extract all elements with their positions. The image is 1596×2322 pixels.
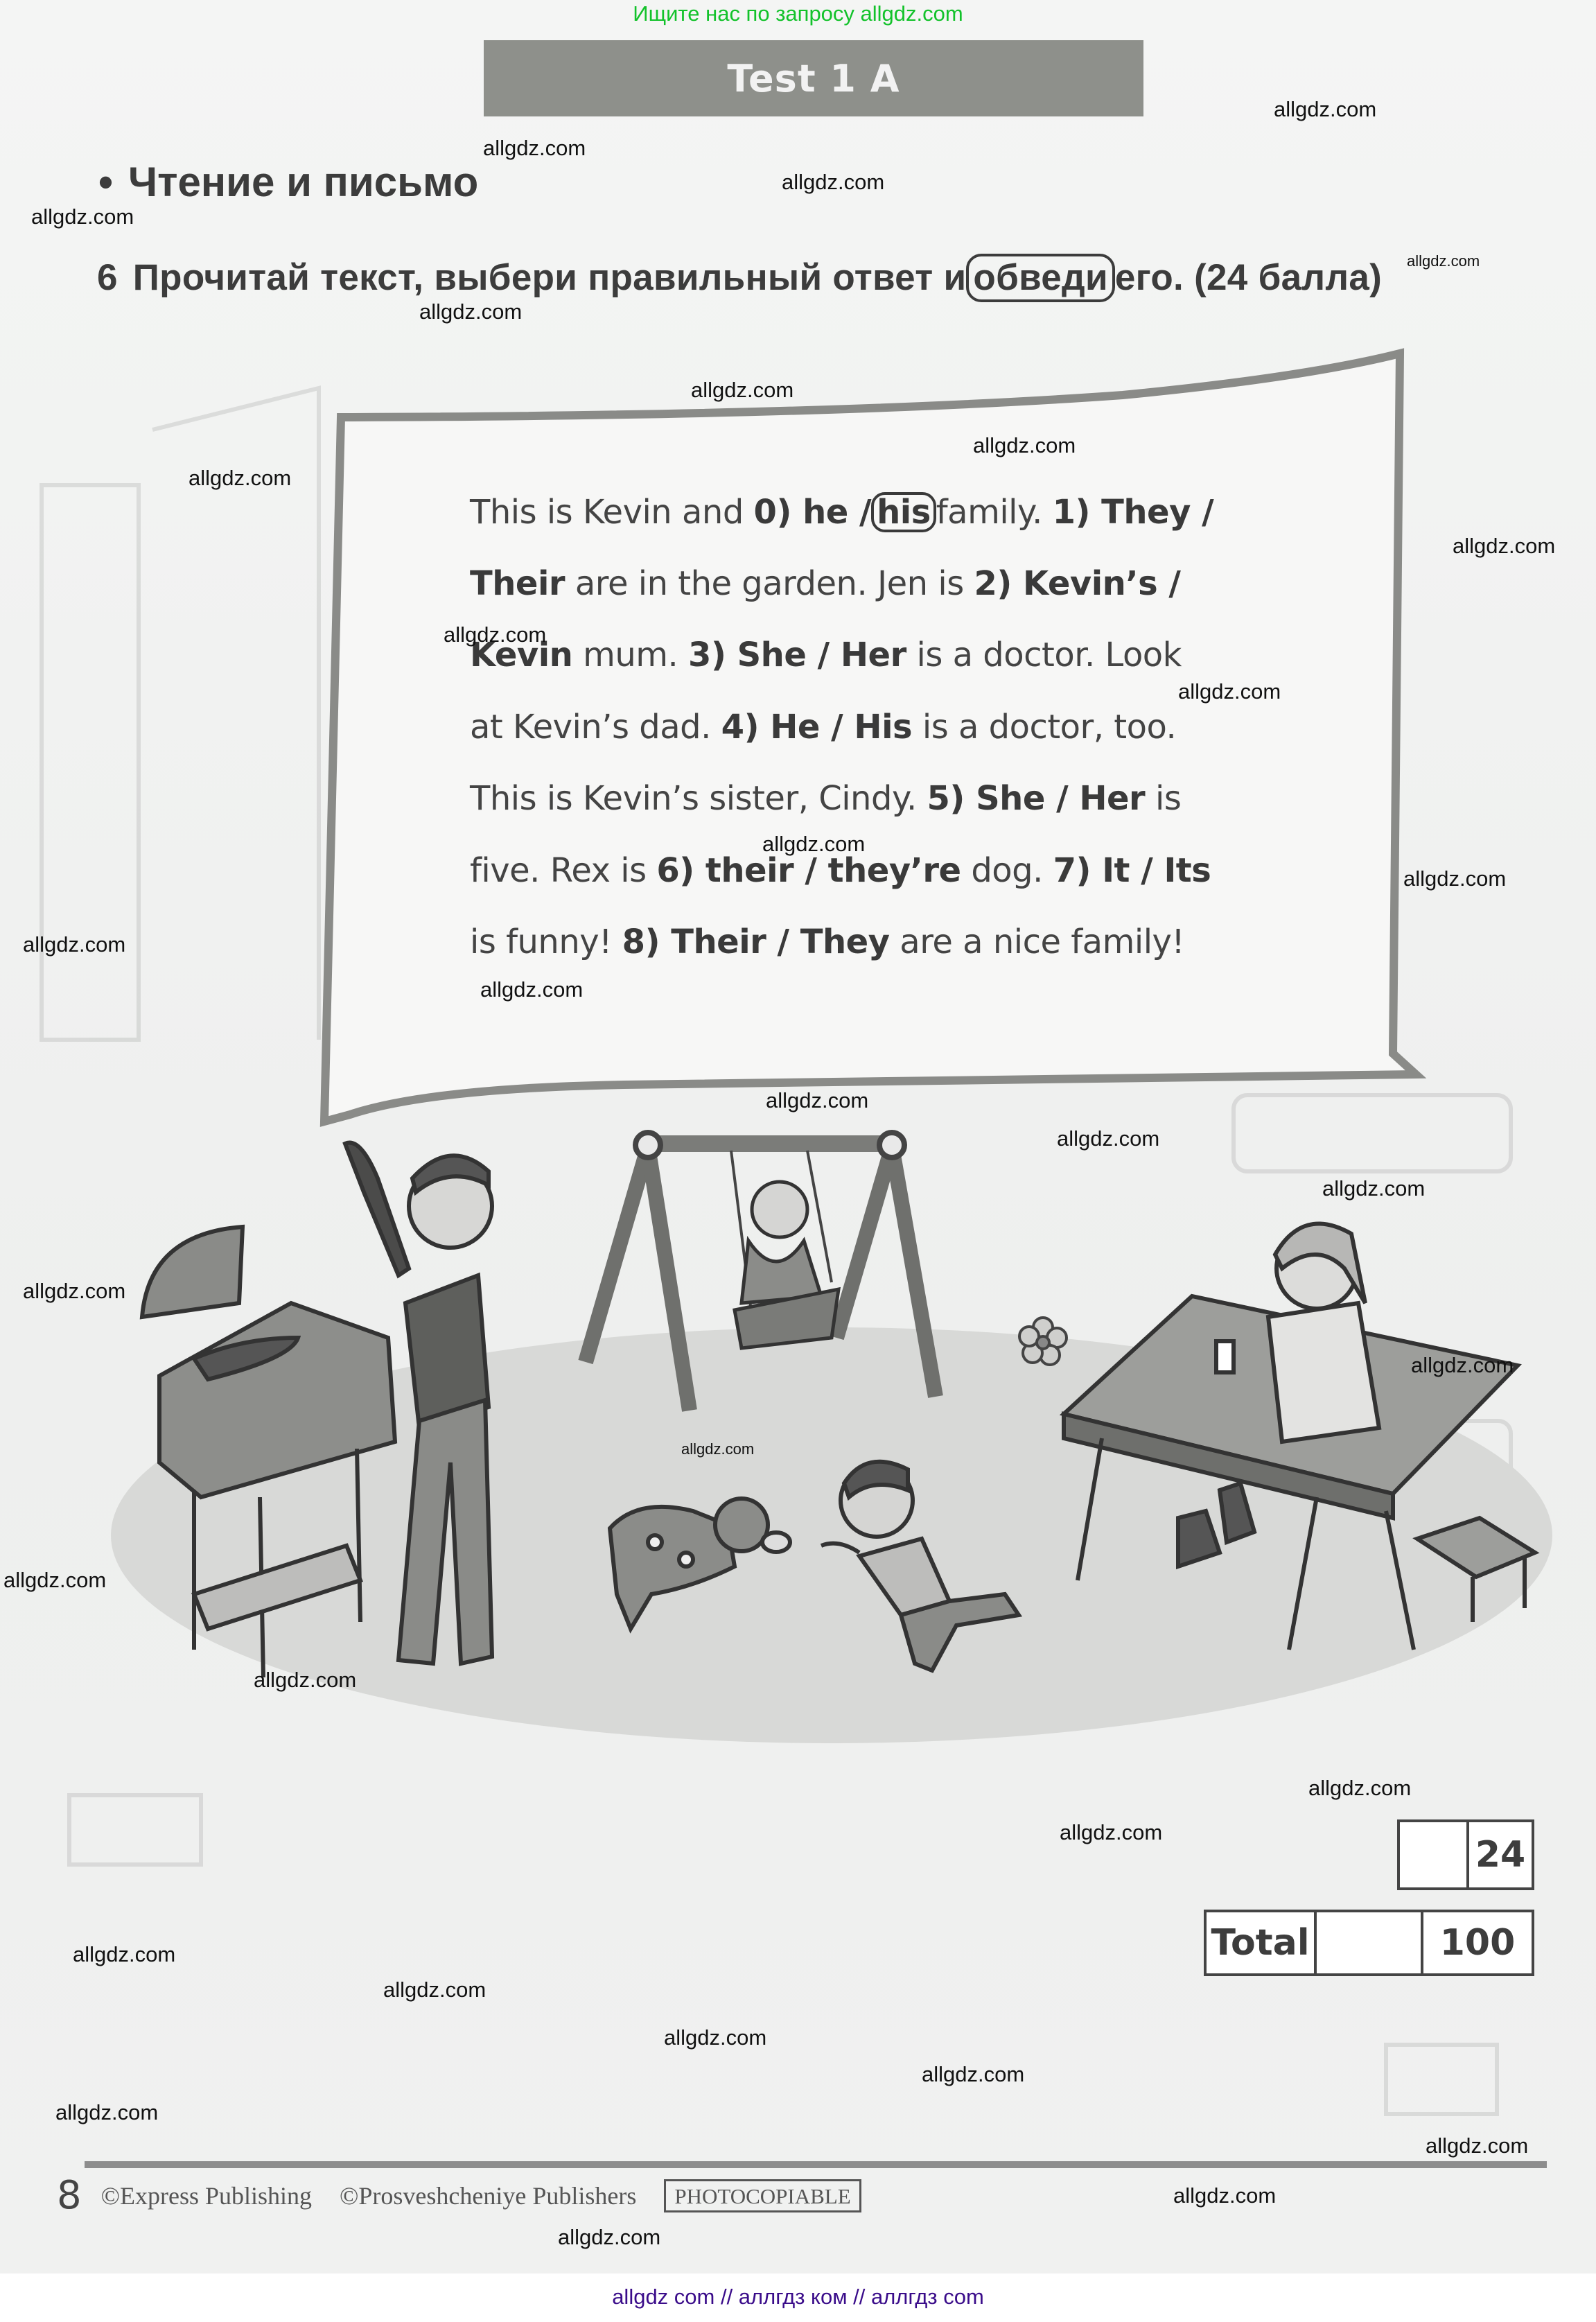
watermark: allgdz.com xyxy=(419,299,523,324)
watermark: allgdz.com xyxy=(558,2225,661,2249)
watermark: allgdz.com xyxy=(383,1978,486,2002)
watermark: allgdz.com xyxy=(480,977,584,1002)
passage-text: is a doctor, too. xyxy=(912,707,1177,747)
watermark: allgdz.com xyxy=(31,204,134,229)
test-title-bar: Test 1 A xyxy=(484,40,1143,116)
watermark: allgdz.com xyxy=(1411,1353,1514,1377)
passage-text: family. xyxy=(936,493,1053,532)
answer-option[interactable]: 7) It / Its xyxy=(1053,850,1211,890)
answer-option[interactable]: 3) She / Her xyxy=(688,636,906,674)
watermark: allgdz.com xyxy=(973,433,1076,457)
answer-option[interactable]: Kevin xyxy=(470,636,573,674)
watermark: allgdz.com xyxy=(188,466,292,490)
answer-option[interactable]: 2) Kevin’s / xyxy=(974,564,1181,603)
section-heading-text: Чтение и письмо xyxy=(128,159,479,205)
passage-text: This is Kevin’s sister, Cindy. xyxy=(470,779,927,818)
task-instruction: 6 Прочитай текст, выбери правильный ответ… xyxy=(97,254,1382,302)
task-score-earned[interactable] xyxy=(1400,1822,1469,1887)
watermark: allgdz.com xyxy=(1274,97,1377,121)
passage-line: is funny! 8) Their / They are a nice fam… xyxy=(470,923,1371,995)
watermark: allgdz.com xyxy=(1453,534,1556,558)
total-score-box: Total 100 xyxy=(1204,1910,1534,1976)
watermark: allgdz.com xyxy=(1308,1776,1412,1800)
task-text-after: его. (24 балла) xyxy=(1114,257,1383,298)
footer-divider xyxy=(85,2161,1547,2168)
task-score-box: 24 xyxy=(1397,1819,1534,1890)
passage-line: Their are in the garden. Jen is 2) Kevin… xyxy=(470,564,1371,636)
watermark: allgdz.com xyxy=(55,2100,159,2124)
passage-text: are in the garden. Jen is xyxy=(565,564,974,603)
bullet: • xyxy=(98,159,114,205)
passage-line: at Kevin’s dad. 4) He / His is a doctor,… xyxy=(470,708,1371,780)
watermark: allgdz.com xyxy=(681,1440,755,1458)
answer-option[interactable]: 0) he / xyxy=(753,493,872,532)
answer-option[interactable]: 4) He / His xyxy=(721,707,913,747)
publisher-prosveshcheniye: ©Prosveshcheniye Publishers xyxy=(340,2181,637,2210)
passage-text: at Kevin’s dad. xyxy=(470,707,721,747)
answer-option[interactable]: 5) She / Her xyxy=(927,779,1146,818)
watermark: allgdz.com xyxy=(73,1942,176,1966)
passage-text: mum. xyxy=(572,636,689,674)
passage-text: five. Rex is xyxy=(470,850,657,890)
watermark: allgdz.com xyxy=(3,1568,107,1592)
page-footer: 8 ©Express Publishing ©Prosveshcheniye P… xyxy=(57,2173,861,2218)
task-text-before: Прочитай текст, выбери правильный ответ … xyxy=(132,257,967,298)
watermark: allgdz.com xyxy=(664,2025,767,2050)
bottom-site-links[interactable]: allgdz com // аллгдз ком // аллгдз com xyxy=(612,2285,984,2309)
passage-text: is a doctor. Look xyxy=(906,636,1182,674)
total-label: Total xyxy=(1207,1912,1317,1973)
passage-line: Kevin mum. 3) She / Her is a doctor. Loo… xyxy=(470,636,1371,708)
passage-text: is funny! xyxy=(470,923,622,961)
bottom-strip xyxy=(0,2273,1596,2322)
watermark: allgdz.com xyxy=(1322,1176,1426,1201)
task-number: 6 xyxy=(97,257,118,298)
answer-option[interactable]: 1) They / xyxy=(1052,493,1214,532)
answer-option[interactable]: Their xyxy=(470,564,565,603)
answer-option[interactable]: 8) Their / They xyxy=(622,923,890,961)
passage-text: dog. xyxy=(961,850,1053,890)
passage-line: five. Rex is 6) their / they’re dog. 7) … xyxy=(470,851,1371,923)
watermark: allgdz.com xyxy=(1057,1126,1160,1151)
watermark: allgdz.com xyxy=(1173,2183,1277,2208)
watermark: allgdz.com xyxy=(23,1279,126,1303)
total-score-max: 100 xyxy=(1439,1922,1516,1964)
passage-text: are a nice family! xyxy=(889,923,1185,961)
watermark: allgdz.com xyxy=(1426,2133,1529,2158)
circled-word: обведи xyxy=(966,254,1115,302)
watermark: allgdz.com xyxy=(444,622,547,647)
watermark: allgdz.com xyxy=(254,1668,357,1692)
watermark: allgdz.com xyxy=(762,832,866,856)
watermark: allgdz.com xyxy=(766,1088,869,1112)
watermark: allgdz.com xyxy=(691,378,794,402)
search-banner[interactable]: Ищите нас по запросу allgdz.com xyxy=(633,1,963,26)
page-number: 8 xyxy=(57,2173,82,2218)
photocopiable-badge: PHOTOCOPIABLE xyxy=(664,2179,861,2212)
watermark: allgdz.com xyxy=(782,170,885,194)
watermark: allgdz.com xyxy=(23,932,126,957)
passage-text: This is Kevin and xyxy=(470,493,754,532)
watermark: allgdz.com xyxy=(1178,679,1281,704)
watermark: allgdz.com xyxy=(1407,252,1480,270)
task-score-max: 24 xyxy=(1475,1834,1526,1876)
test-title: Test 1 A xyxy=(727,56,900,101)
answer-option[interactable]: 6) their / they’re xyxy=(656,850,961,890)
circled-answer[interactable]: his xyxy=(871,492,936,532)
total-score-earned[interactable] xyxy=(1317,1912,1423,1973)
passage-line: This is Kevin’s sister, Cindy. 5) She / … xyxy=(470,779,1371,851)
watermark: allgdz.com xyxy=(483,136,586,160)
watermark: allgdz.com xyxy=(1403,866,1507,891)
passage-text: is xyxy=(1145,779,1182,818)
publisher-express: ©Express Publishing xyxy=(100,2181,313,2210)
watermark: allgdz.com xyxy=(1060,1820,1163,1844)
section-heading: • Чтение и письмо xyxy=(98,158,478,206)
watermark: allgdz.com xyxy=(922,2062,1025,2086)
